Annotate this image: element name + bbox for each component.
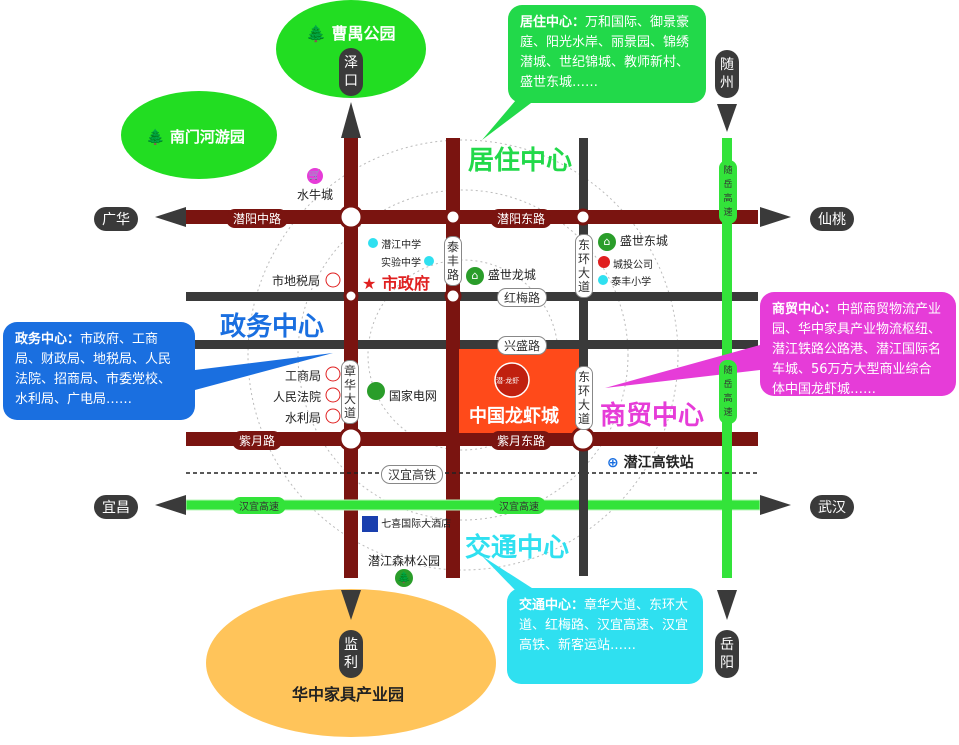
poi-tax-bureau: 市地税局 <box>272 274 321 288</box>
poi-shuiniu: 🛒 水牛城 <box>297 168 334 202</box>
government-center-title: 政务中心 <box>220 312 325 342</box>
poi-shengshi-dongcheng: ⌂ 盛世东城 <box>598 232 668 251</box>
arrow-south-left <box>341 590 361 620</box>
commerce-callout-tail <box>605 345 760 388</box>
direction-xiantao: 仙桃 <box>810 207 854 231</box>
poi-chengtou: 城投公司 <box>613 260 653 271</box>
poi-taifeng-school: 泰丰小学 <box>598 273 651 288</box>
direction-suizhou: 随州 <box>715 50 739 98</box>
poi-qianjiang-middle: 潜江中学 <box>368 236 421 251</box>
government-callout-tail <box>195 353 333 390</box>
traffic-center-title: 交通中心 <box>465 533 570 563</box>
road-hongmei: 红梅路 <box>497 288 548 307</box>
road-taifeng: 泰丰路 <box>444 236 462 286</box>
tree-icon: 🌲 <box>146 128 165 146</box>
tree-icon: 🌲 <box>395 569 413 587</box>
direction-wuhan: 武汉 <box>810 495 854 519</box>
road-ziyue-east: 紫月东路 <box>490 431 553 450</box>
residential-callout-tail <box>482 100 535 140</box>
poi-senlin-park: 潜江森林公园 🌲 <box>368 552 440 587</box>
poi-court: 人民法院 <box>273 390 322 404</box>
poi-grid: 国家电网 <box>367 382 437 404</box>
commerce-center-title: 商贸中心 <box>600 401 705 431</box>
road-suiyue-south: 随岳高速 <box>719 360 737 424</box>
caodang-park-label: 🌲 曹禺公园 <box>306 24 396 43</box>
poi-city-gov: ★ 市政府 <box>362 274 430 293</box>
crayfish-logo <box>494 362 530 398</box>
arrow-south-right <box>717 590 737 620</box>
direction-zekou: 泽口 <box>339 48 363 96</box>
school-icon <box>598 275 608 285</box>
poi-qixi-hotel: 七喜国际大酒店 <box>362 515 451 532</box>
arrow-north-left <box>341 102 361 138</box>
arrow-west-bottom <box>155 495 186 515</box>
poi-hsr-station: ⊕ 潜江高铁站 <box>607 455 694 471</box>
road-ziyue-west: 紫月路 <box>232 431 283 450</box>
school-icon <box>368 238 378 248</box>
road-suiyue-north: 随岳高速 <box>719 160 737 224</box>
road-xingsheng: 兴盛路 <box>497 336 548 355</box>
direction-yichang: 宜昌 <box>94 495 138 519</box>
school-icon <box>424 256 435 266</box>
road-hanyi-exp-east: 汉宜高速 <box>492 497 546 514</box>
tree-icon: 🌲 <box>306 24 326 43</box>
road-qianyang-west: 潜阳中路 <box>226 209 289 228</box>
direction-guanghua: 广华 <box>94 207 138 231</box>
building-icon <box>362 516 378 532</box>
direction-yueyang: 岳阳 <box>715 630 739 678</box>
poi-crayfish-logo-text: 潜·龙虾 <box>496 377 520 385</box>
direction-jianli: 监利 <box>339 630 363 678</box>
road-donghuan-north: 东环大道 <box>575 234 593 298</box>
residential-callout: 居住中心：万和国际、御景豪庭、阳光水岸、丽景园、锦绣潜城、世纪锦城、教师新村、盛… <box>508 5 706 103</box>
rail-hanyi: 汉宜高铁 <box>381 465 444 484</box>
road-zhanghua: 章华大道 <box>341 360 359 424</box>
shopping-cart-icon: 🛒 <box>307 168 323 184</box>
star-markers <box>325 256 610 424</box>
direction-arrows <box>155 102 791 620</box>
arrow-east-bottom <box>760 495 791 515</box>
nanmen-park-ellipse <box>121 91 277 179</box>
star-icon: ★ <box>362 274 377 293</box>
road-donghuan-south: 东环大道 <box>575 366 593 430</box>
train-icon: ⊕ <box>607 455 619 471</box>
poi-crayfish-city: 中国龙虾城 <box>469 406 559 427</box>
traffic-callout-tail <box>482 556 535 590</box>
furniture-park-label: 华中家具产业园 <box>292 685 405 704</box>
road-qianyang-east: 潜阳东路 <box>490 209 553 228</box>
traffic-callout: 交通中心：章华大道、东环大道、红梅路、汉宜高速、汉宜高铁、新客运站…… <box>507 588 703 684</box>
poi-water: 水利局 <box>285 411 322 425</box>
house-icon: ⌂ <box>466 267 484 285</box>
house-icon: ⌂ <box>598 233 616 251</box>
arrow-west-top <box>155 207 186 227</box>
road-hanyi-exp-west: 汉宜高速 <box>232 497 286 514</box>
state-grid-icon <box>367 382 385 400</box>
arrow-east-top <box>760 207 791 227</box>
residential-center-title: 居住中心 <box>468 146 573 176</box>
arrow-north-right-down <box>717 104 737 132</box>
commerce-callout: 商贸中心：中部商贸物流产业园、华中家具产业物流枢纽、潜江铁路公路港、潜江国际名车… <box>760 292 956 397</box>
intersections <box>338 204 596 452</box>
poi-shiyan-middle: 实验中学 <box>381 254 435 269</box>
government-callout: 政务中心：市政府、工商局、财政局、地税局、人民法院、招商局、市委党校、水利局、广… <box>3 322 195 420</box>
poi-shengshi-longcheng: ⌂ 盛世龙城 <box>466 266 536 285</box>
nanmen-park-label: 🌲 南门河游园 <box>146 128 245 146</box>
donghuan-south <box>579 446 588 576</box>
poi-gongshang: 工商局 <box>285 369 322 383</box>
